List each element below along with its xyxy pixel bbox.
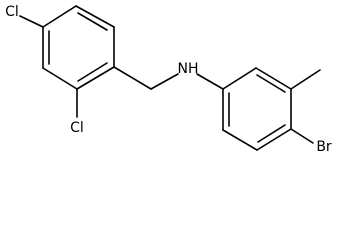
bond-ch2-nh	[150, 73, 179, 90]
bond-ring1-1	[75, 5, 115, 28]
bond-ring2-double-a	[256, 74, 286, 93]
bond-ring-ch2	[113, 66, 152, 90]
bond-ring2-4	[256, 128, 292, 151]
chemical-structure-diagram: Cl Cl NH Br	[5, 4, 332, 155]
bond-ring1-double-a	[77, 12, 108, 31]
bond-ring2-double-b	[257, 124, 286, 143]
atom-label-cl-bottom: Cl	[70, 120, 84, 136]
bond-nh-ring	[196, 73, 224, 90]
bond-ring2-2	[255, 67, 292, 90]
bond-ring1-6	[42, 5, 77, 28]
bond-ring2-1	[222, 67, 257, 90]
bromomethylphenyl-ring	[222, 67, 292, 151]
bond-ring1-double-b	[77, 62, 108, 82]
bond-ring1-4	[42, 67, 78, 90]
atom-label-cl-top: Cl	[5, 4, 19, 20]
bond-methyl	[290, 69, 321, 90]
bond-cl-top	[19, 15, 44, 28]
dichlorophenyl-ring	[42, 5, 115, 90]
atom-label-nh: NH	[178, 61, 199, 77]
bond-ring1-3	[76, 66, 115, 90]
atom-label-br: Br	[316, 139, 332, 155]
bond-ring2-5	[222, 129, 258, 151]
bond-br	[290, 128, 314, 144]
